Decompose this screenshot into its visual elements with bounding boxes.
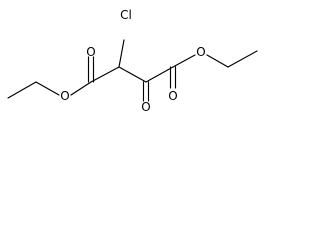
bond-chcl-chlorine <box>118 39 125 68</box>
atom-label-oxygen-left-carbonyl: O <box>86 45 95 59</box>
bond-right-ch2-methyl <box>227 50 258 68</box>
atom-label-layer: Cl O O O O O <box>60 8 205 114</box>
atom-label-chlorine: Cl <box>120 8 132 22</box>
atom-label-oxygen-right-ester: O <box>196 45 205 59</box>
atom-label-oxygen-ketone: O <box>141 100 150 114</box>
bond-left-carbonyl-chcl <box>90 66 120 83</box>
bond-left-ch2-ester-oxygen <box>35 81 60 96</box>
bond-right-ester-oxygen-ch2 <box>206 54 229 68</box>
atom-label-oxygen-right-carbonyl: O <box>168 89 177 103</box>
bond-right-carbonyl-ester-oxygen <box>172 54 196 68</box>
bond-ketone-right-carbonyl <box>145 66 174 83</box>
bond-left-methyl-ch2 <box>7 81 37 99</box>
atom-label-oxygen-left-ester: O <box>60 89 69 103</box>
structural-formula: Cl O O O O O <box>7 8 258 114</box>
bond-layer <box>7 39 258 102</box>
bond-chcl-ketone-carbon <box>118 66 147 83</box>
bond-left-ester-oxygen-carbonyl-carbon <box>70 81 92 96</box>
